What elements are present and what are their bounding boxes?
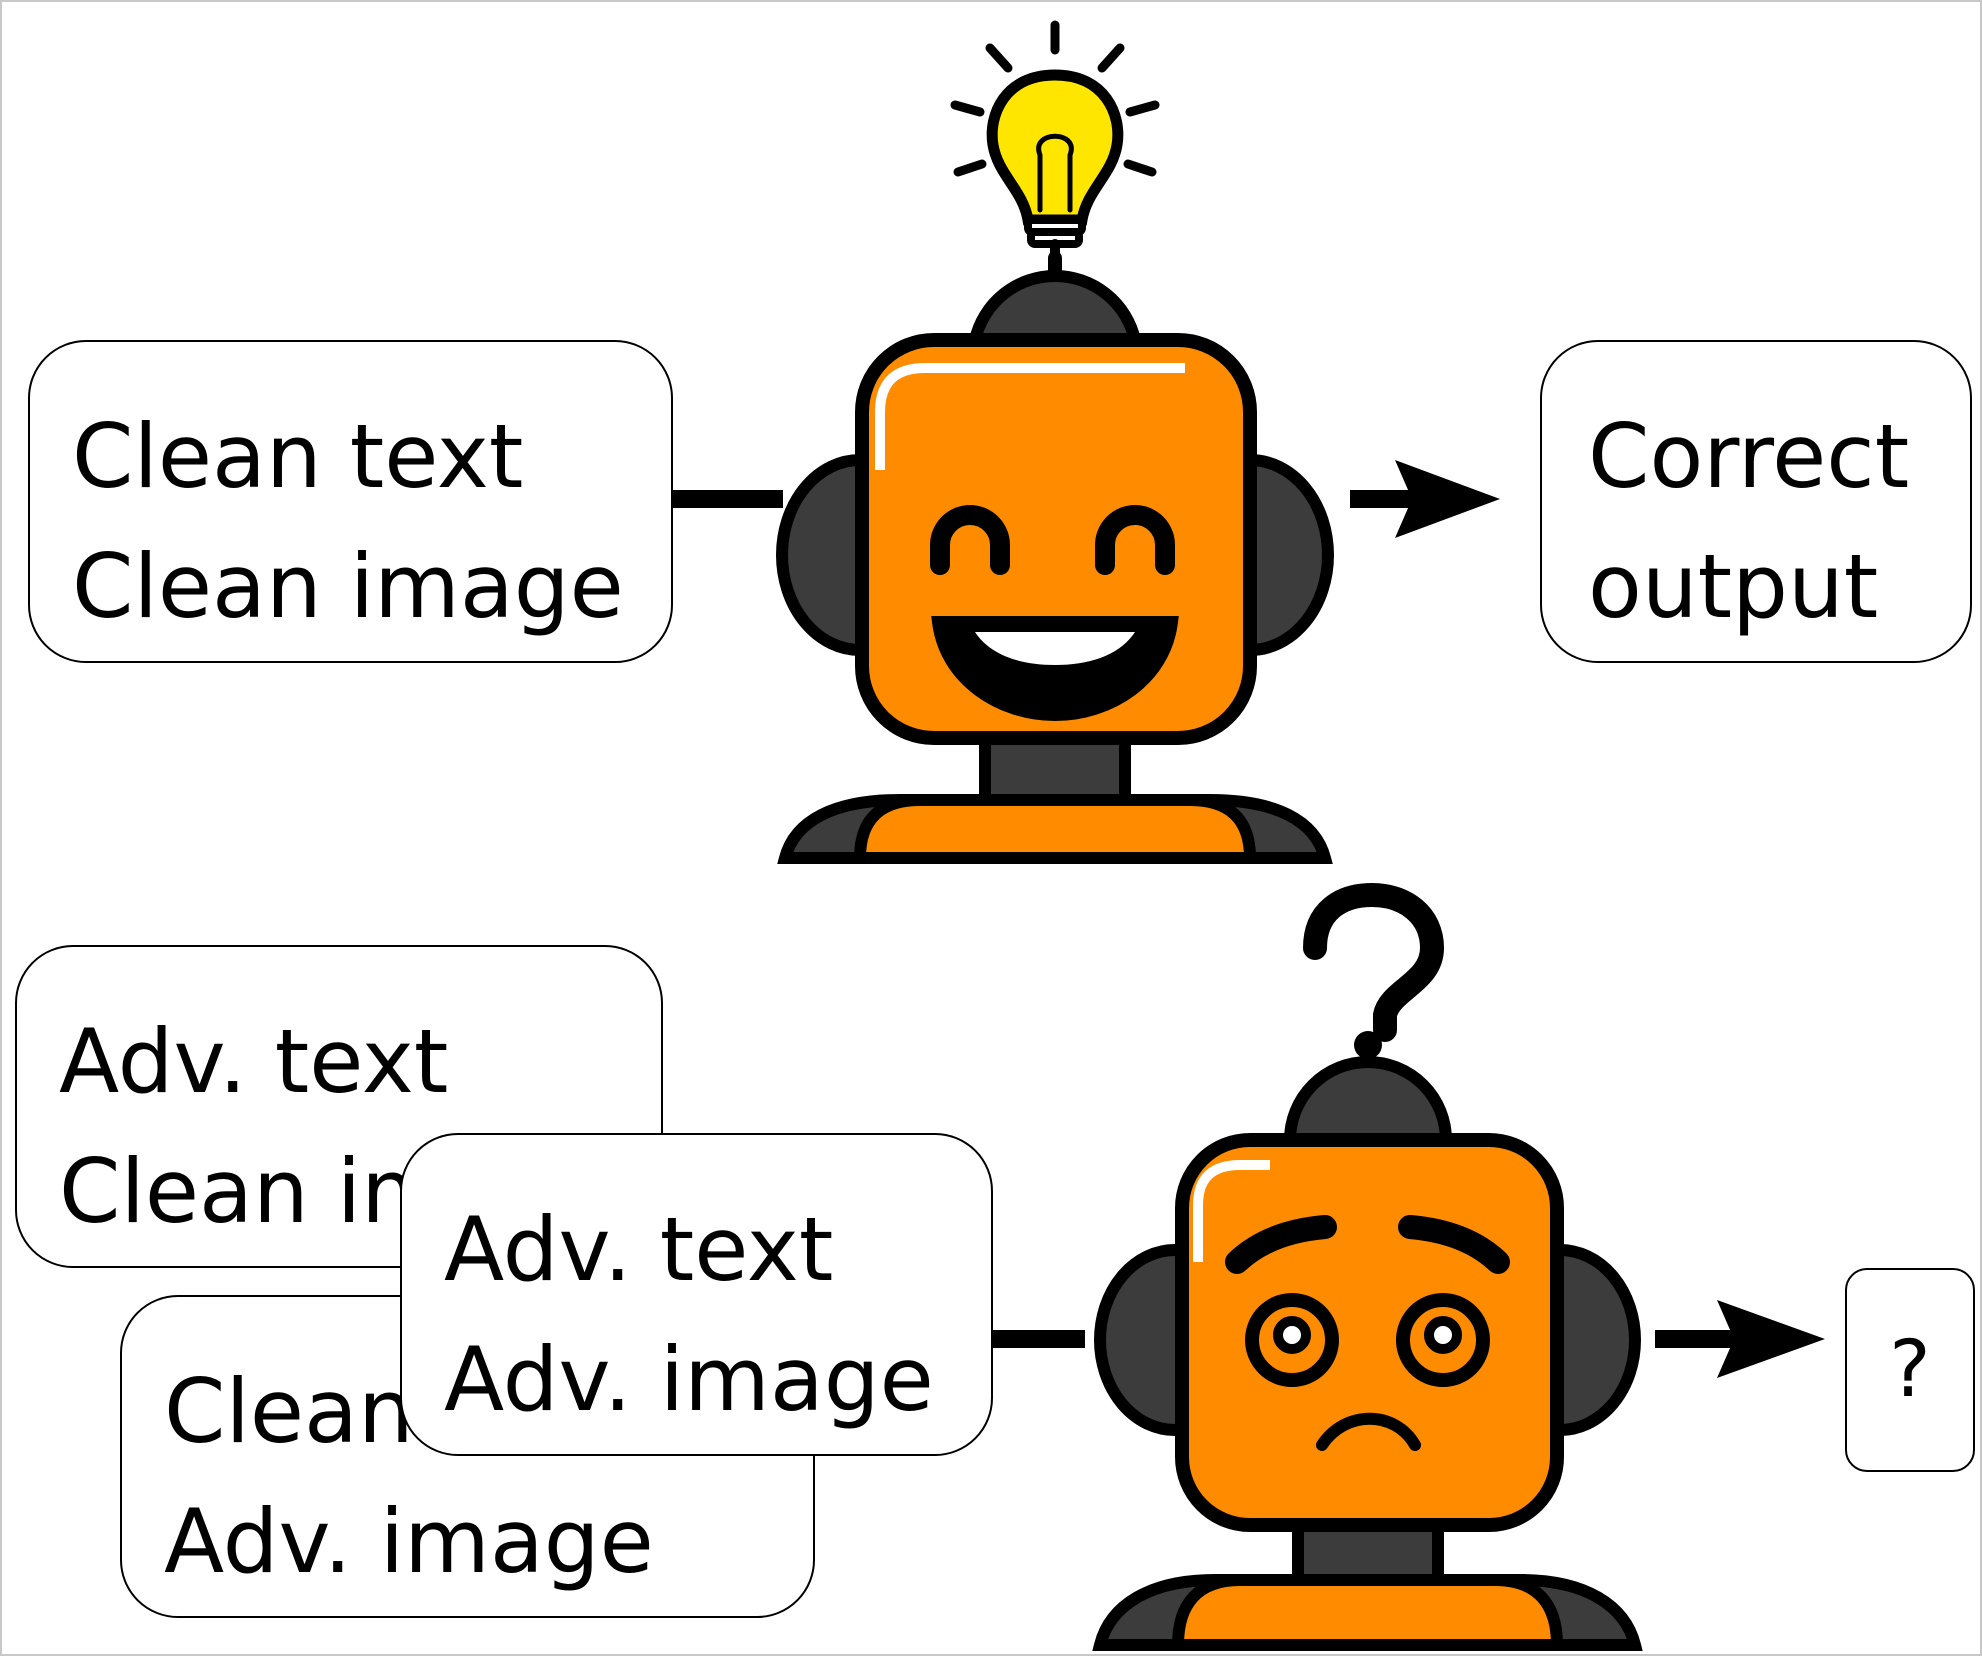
- output-box-unknown: ?: [1845, 1268, 1975, 1472]
- input-line-image: Clean image: [72, 535, 624, 638]
- input-line-image: Adv. image: [164, 1490, 654, 1593]
- input-box-adv-text-adv-image: Adv. text Adv. image: [400, 1133, 993, 1456]
- input-line-text: Adv. text: [444, 1198, 834, 1301]
- input-box-clean-text-clean-image: Clean text Clean image: [28, 340, 673, 663]
- happy-robot-icon: [776, 270, 1334, 864]
- arrow-right-icon: [1350, 460, 1500, 538]
- connector-line: [673, 490, 783, 508]
- lightbulb-icon: [950, 20, 1160, 307]
- input-line-text: Adv. text: [59, 1010, 449, 1113]
- output-line-1: Correct: [1588, 405, 1910, 508]
- output-question-mark: ?: [1889, 1325, 1931, 1415]
- confused-robot-icon: [1092, 1056, 1643, 1651]
- arrow-right-icon: [1655, 1300, 1825, 1378]
- output-line-2: output: [1588, 535, 1879, 638]
- input-line-image: Adv. image: [444, 1328, 934, 1431]
- input-line-text: Clean text: [72, 405, 524, 508]
- connector-line: [993, 1330, 1085, 1348]
- output-box-correct: Correct output: [1540, 340, 1972, 663]
